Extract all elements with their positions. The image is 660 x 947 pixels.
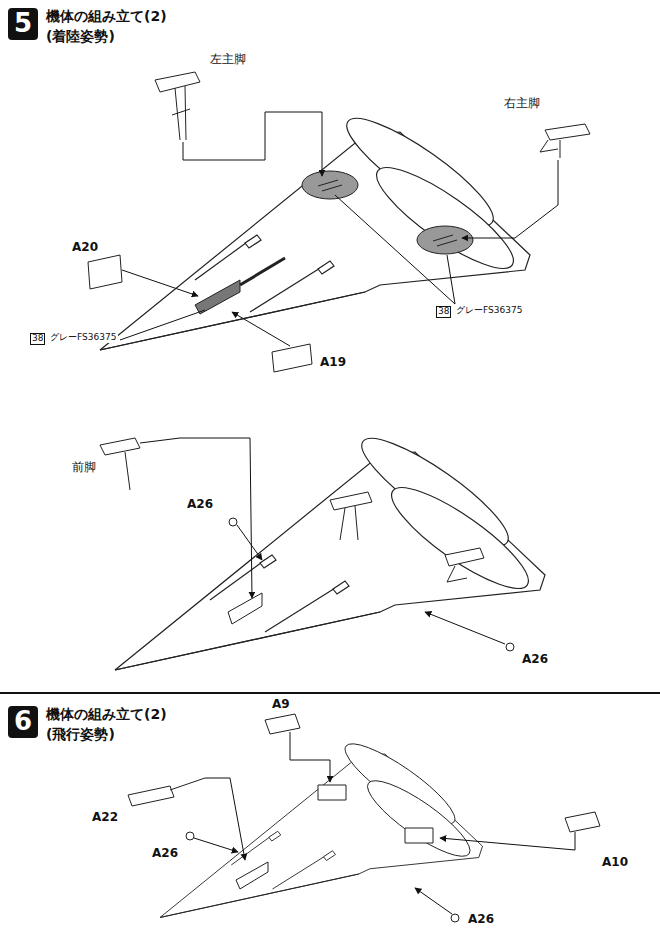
step-number: 5 <box>8 8 38 40</box>
aircraft-view <box>100 104 530 350</box>
part-number: A20 <box>70 240 100 254</box>
paint-code: 38 <box>436 306 451 318</box>
divider-line <box>0 692 660 694</box>
paint-name: グレーFS36375 <box>454 305 524 316</box>
paint-name: グレーFS36375 <box>48 332 118 343</box>
part-number: A26 <box>185 497 215 511</box>
leader-lines <box>140 438 505 644</box>
part-number: A19 <box>318 355 348 369</box>
step-title: 機体の組み立て(2) <box>44 706 169 723</box>
step-title: 機体の組み立て(2) <box>44 8 169 25</box>
aircraft-view <box>115 424 545 670</box>
part-name: 左主脚 <box>208 52 248 66</box>
part-number: A26 <box>466 912 496 926</box>
part-name: 前脚 <box>70 460 98 474</box>
part-name: 右主脚 <box>502 96 542 110</box>
part-number: A10 <box>600 855 630 869</box>
paint-code: 38 <box>30 333 45 345</box>
part-number: A22 <box>90 810 120 824</box>
step-subtitle: (着陸姿勢) <box>44 28 117 45</box>
part-shapes <box>88 72 590 372</box>
leader-lines <box>120 112 558 346</box>
step-number: 6 <box>8 706 38 738</box>
part-number: A26 <box>520 652 550 666</box>
leader-lines <box>194 732 575 914</box>
aircraft-view <box>160 733 483 918</box>
part-number: A9 <box>270 697 292 711</box>
part-shapes <box>128 714 600 922</box>
part-number: A26 <box>150 846 180 860</box>
part-shapes <box>100 438 514 651</box>
step-subtitle: (飛行姿勢) <box>44 726 117 743</box>
